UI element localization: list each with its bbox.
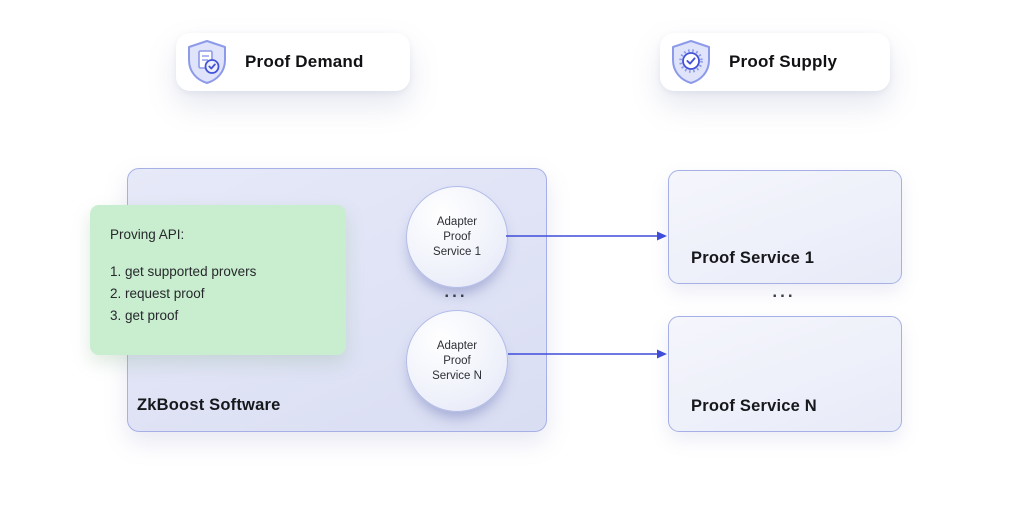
proof-service-n-box: Proof Service N bbox=[668, 316, 902, 432]
shield-check-icon bbox=[672, 40, 710, 84]
adapter-1-line: Proof bbox=[443, 230, 471, 243]
adapter-proof-service-1-node: Adapter Proof Service 1 bbox=[406, 186, 508, 288]
zkboost-software-label: ZkBoost Software bbox=[137, 396, 281, 414]
proof-service-n-label: Proof Service N bbox=[691, 397, 817, 415]
proving-api-item-3: 3. get proof bbox=[110, 308, 179, 323]
proof-supply-label: Proof Supply bbox=[729, 52, 838, 71]
adapter-1-line: Service 1 bbox=[433, 245, 481, 258]
arrow-adapterN-to-serviceN bbox=[508, 349, 667, 359]
proof-supply-badge: Proof Supply bbox=[660, 33, 890, 91]
proof-service-1-box: Proof Service 1 bbox=[668, 170, 902, 284]
proving-api-item-2: 2. request proof bbox=[110, 286, 205, 301]
proving-api-panel: Proving API: 1. get supported provers 2.… bbox=[90, 205, 346, 355]
adapter-n-line: Adapter bbox=[436, 339, 478, 352]
proving-api-item-1: 1. get supported provers bbox=[110, 264, 257, 279]
adapter-ellipsis: ... bbox=[444, 282, 468, 301]
service-ellipsis: ... bbox=[772, 282, 796, 301]
adapter-1-line: Adapter bbox=[436, 215, 478, 228]
proof-demand-badge: Proof Demand bbox=[176, 33, 410, 91]
proving-api-title: Proving API: bbox=[110, 227, 185, 242]
arrow-adapter1-to-service1 bbox=[506, 231, 667, 241]
proof-demand-label: Proof Demand bbox=[245, 52, 364, 71]
adapter-proof-service-n-node: Adapter Proof Service N bbox=[406, 310, 508, 412]
proof-service-1-label: Proof Service 1 bbox=[691, 249, 815, 267]
adapter-n-line: Proof bbox=[443, 354, 471, 367]
adapter-n-line: Service N bbox=[432, 369, 482, 382]
shield-document-check-icon bbox=[188, 40, 226, 84]
